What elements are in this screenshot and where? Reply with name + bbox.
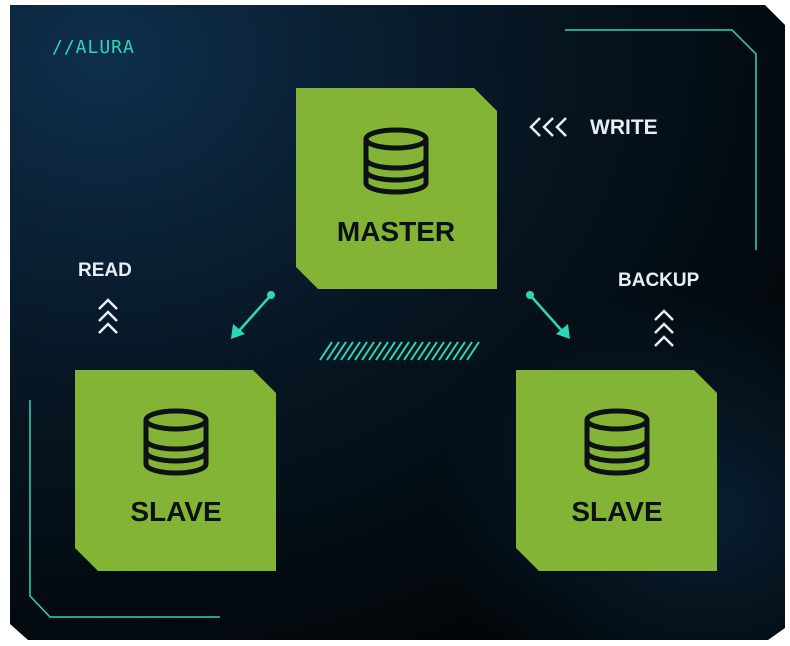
slave-node-left: SLAVE	[75, 370, 276, 571]
frame-line-bottom-left	[29, 400, 220, 618]
chevrons-up-icon	[98, 298, 118, 334]
frame-line-top-right	[565, 29, 757, 250]
arrow-master-to-slave-right	[526, 291, 570, 339]
write-label: WRITE	[590, 116, 658, 139]
arrow-master-to-slave-left	[231, 291, 275, 339]
backup-label: BACKUP	[618, 270, 700, 291]
brand-label: //ALURA	[52, 37, 135, 58]
slave-label-left: SLAVE	[130, 496, 221, 527]
read-label: READ	[78, 260, 132, 281]
slave-label-right: SLAVE	[571, 496, 662, 527]
master-label: MASTER	[337, 216, 455, 247]
slave-node-right: SLAVE	[516, 370, 717, 571]
hatch-decoration	[319, 341, 480, 361]
chevrons-up-icon	[654, 309, 674, 347]
chevrons-left-icon	[529, 117, 567, 137]
master-node: MASTER	[296, 88, 497, 289]
